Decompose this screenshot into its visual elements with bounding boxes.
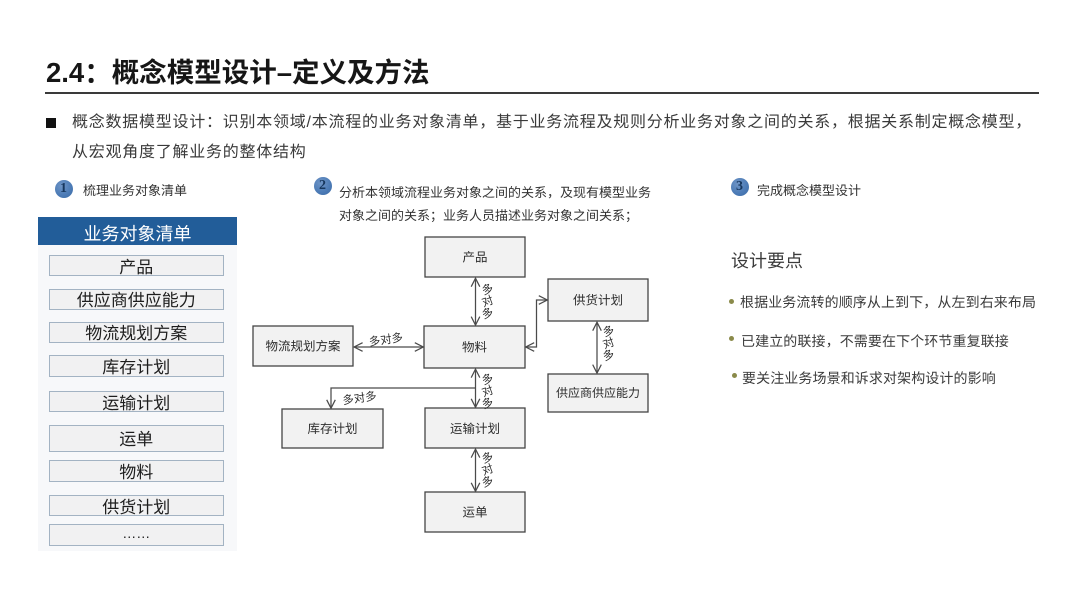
svg-text:多: 多	[601, 323, 616, 339]
svg-text:多对多: 多对多	[368, 331, 404, 349]
svg-text:多: 多	[601, 347, 616, 363]
svg-text:供货计划: 供货计划	[573, 294, 623, 308]
svg-text:对: 对	[601, 335, 616, 351]
svg-text:多: 多	[480, 395, 495, 411]
svg-text:库存计划: 库存计划	[307, 422, 357, 436]
svg-text:多: 多	[480, 474, 495, 490]
svg-text:多对多: 多对多	[342, 390, 378, 408]
svg-text:对: 对	[480, 383, 495, 399]
svg-text:对: 对	[480, 462, 495, 478]
svg-text:物流规划方案: 物流规划方案	[265, 340, 341, 354]
svg-text:运输计划: 运输计划	[450, 422, 500, 436]
svg-text:产品: 产品	[462, 251, 487, 265]
svg-text:供应商供应能力: 供应商供应能力	[556, 386, 640, 400]
svg-text:多: 多	[480, 450, 495, 466]
svg-text:对: 对	[480, 294, 495, 310]
svg-text:多: 多	[480, 371, 495, 387]
svg-text:多: 多	[480, 306, 495, 322]
svg-text:多: 多	[480, 282, 495, 298]
svg-text:物料: 物料	[462, 341, 488, 355]
svg-text:运单: 运单	[462, 506, 487, 520]
